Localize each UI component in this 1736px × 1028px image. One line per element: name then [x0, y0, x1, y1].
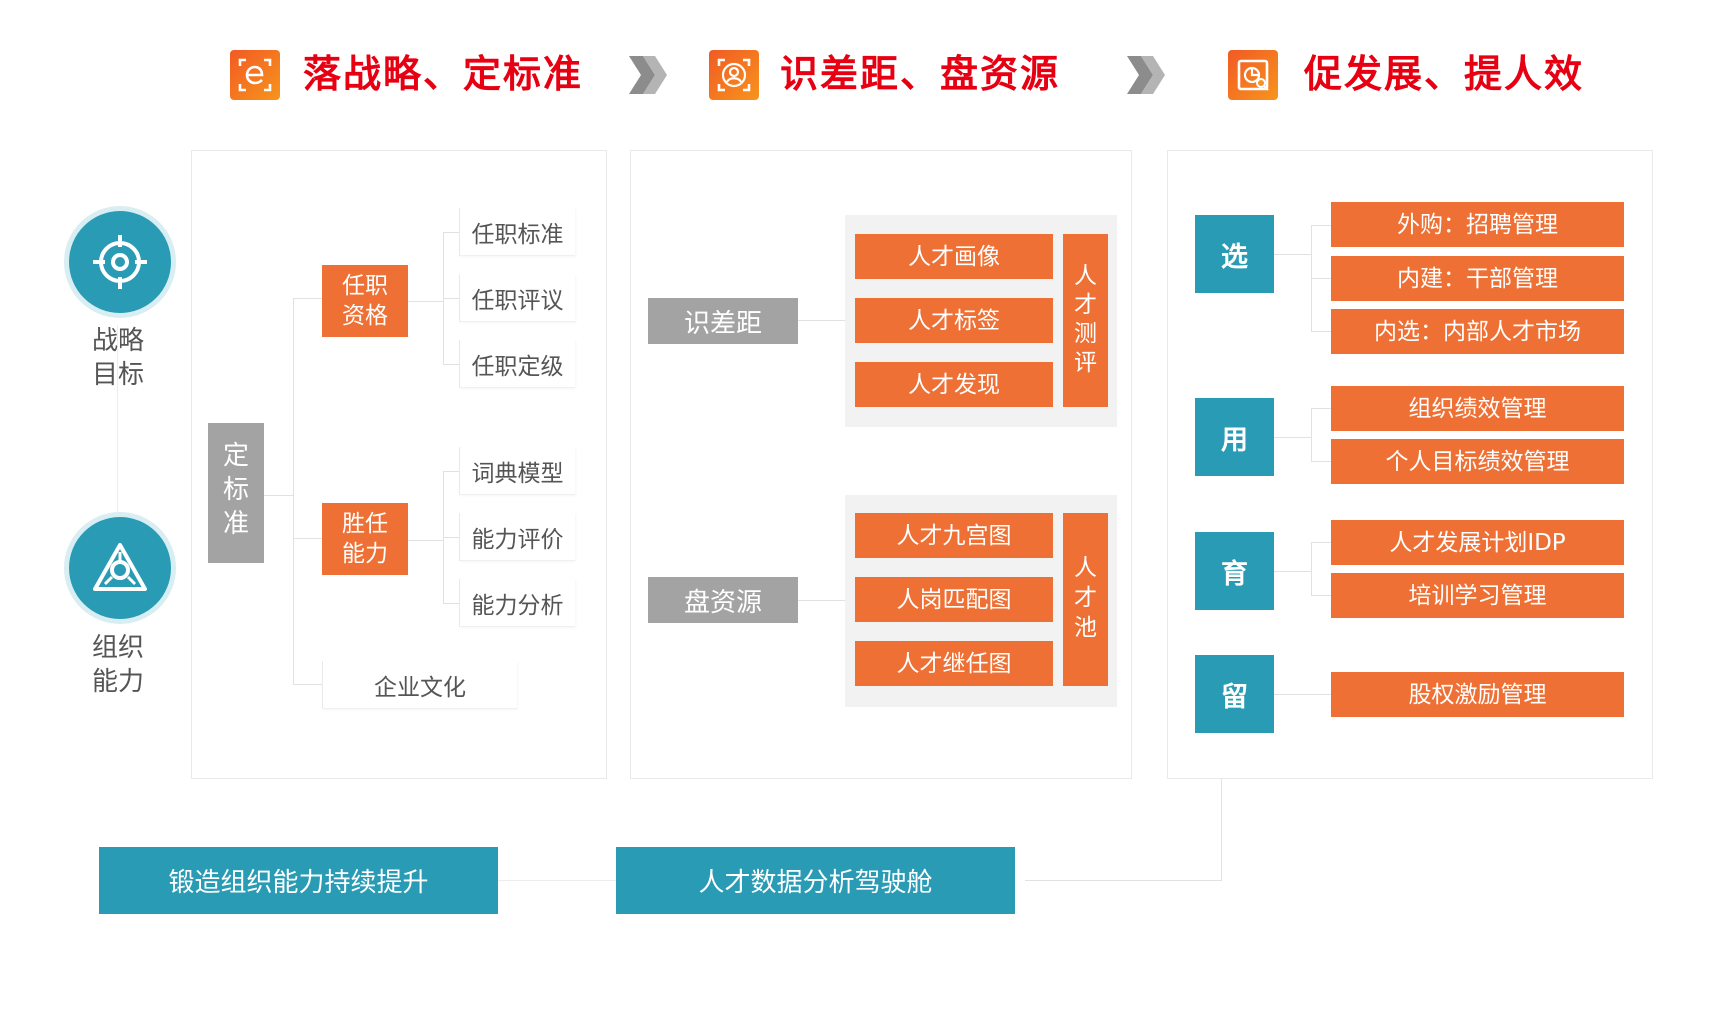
- header-step-3: 促发展、提人效: [1304, 52, 1585, 96]
- resource-item: 人才九宫图: [855, 513, 1053, 558]
- list-item: 任职标准: [459, 208, 575, 256]
- double-chevron-icon: [629, 56, 667, 94]
- select-item: 内选：内部人才市场: [1331, 309, 1624, 354]
- develop-item: 培训学习管理: [1331, 573, 1624, 618]
- side-label-organization: 组织 能力: [91, 633, 144, 697]
- resource-item: 人岗匹配图: [855, 577, 1053, 622]
- standard-root: 定 标 准: [208, 423, 264, 563]
- retain-item: 股权激励管理: [1331, 672, 1624, 717]
- list-item: 任职定级: [459, 340, 575, 388]
- triangle-network-icon: [69, 517, 171, 619]
- list-item: 任职评议: [459, 274, 575, 322]
- develop-label: 育: [1195, 532, 1274, 610]
- group-qualification: 任职 资格: [322, 265, 408, 337]
- gap-item: 人才画像: [855, 234, 1053, 279]
- header-step-2: 识差距、盘资源: [780, 52, 1061, 96]
- bottom-cockpit-banner: 人才数据分析驾驶舱: [616, 847, 1015, 914]
- select-item: 外购：招聘管理: [1331, 202, 1624, 247]
- talent-assessment: 人 才 测 评: [1063, 234, 1108, 407]
- culture-item: 企业文化: [322, 661, 517, 709]
- resource-item: 人才继任图: [855, 641, 1053, 686]
- side-label-strategy: 战略 目标: [91, 326, 144, 390]
- talent-pool: 人 才 池: [1063, 513, 1108, 686]
- header-step-1: 落战略、定标准: [303, 52, 584, 96]
- select-item: 内建：干部管理: [1331, 256, 1624, 301]
- list-item: 能力分析: [459, 579, 575, 627]
- bottom-capability-banner: 锻造组织能力持续提升: [99, 847, 498, 914]
- person-scan-icon: [709, 50, 759, 100]
- chart-search-icon: [1228, 50, 1278, 100]
- use-label: 用: [1195, 398, 1274, 476]
- retain-label: 留: [1195, 655, 1274, 733]
- list-item: 能力评价: [459, 513, 575, 561]
- e-frame-icon: [230, 50, 280, 100]
- gap-item: 人才标签: [855, 298, 1053, 343]
- develop-item: 人才发展计划IDP: [1331, 520, 1624, 565]
- gap-label: 识差距: [648, 298, 798, 344]
- list-item: 词典模型: [459, 447, 575, 495]
- gap-item: 人才发现: [855, 362, 1053, 407]
- double-chevron-icon: [1127, 56, 1165, 94]
- select-label: 选: [1195, 215, 1274, 293]
- group-competency: 胜任 能力: [322, 503, 408, 575]
- use-item: 组织绩效管理: [1331, 386, 1624, 431]
- target-icon: [69, 211, 171, 313]
- resource-label: 盘资源: [648, 577, 798, 623]
- use-item: 个人目标绩效管理: [1331, 439, 1624, 484]
